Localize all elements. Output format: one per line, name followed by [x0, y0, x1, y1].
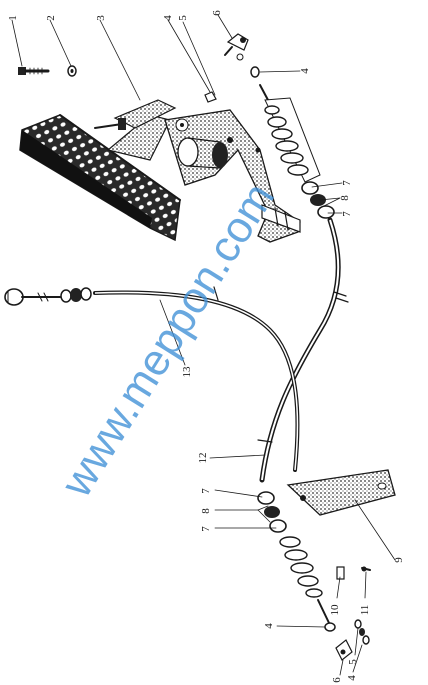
bolt-1 — [18, 67, 50, 75]
label-8-upper: 8 — [339, 195, 351, 201]
pin-10 — [336, 566, 371, 580]
upper-cable-boot — [259, 84, 335, 219]
label-7-upper-a: 7 — [341, 180, 353, 186]
label-4-top: 4 — [162, 15, 174, 21]
label-9: 9 — [393, 557, 405, 563]
washer-2 — [67, 65, 77, 77]
label-3: 3 — [95, 15, 107, 21]
washer-4-top — [250, 66, 260, 78]
bracket-9 — [286, 469, 396, 516]
label-12: 12 — [197, 453, 209, 464]
lower-cable-boot — [257, 491, 353, 661]
clip-4-top — [204, 91, 217, 103]
accelerator-pedal — [19, 99, 181, 242]
throttle-knob — [4, 287, 92, 306]
label-10: 10 — [329, 604, 341, 616]
label-13: 13 — [181, 366, 193, 378]
label-8-lower: 8 — [200, 508, 212, 514]
part-labels: 1 2 3 4 5 6 4 7 8 7 13 12 7 8 7 9 10 11 … — [7, 10, 405, 683]
leader-lines — [11, 14, 396, 676]
cable-13 — [93, 286, 300, 472]
label-7-lower-b: 7 — [200, 526, 212, 532]
label-4-bottom: 4 — [346, 675, 358, 681]
label-6-top: 6 — [211, 10, 223, 16]
label-7-upper-b: 7 — [341, 211, 353, 217]
washers-11 — [354, 619, 370, 645]
label-1: 1 — [7, 15, 19, 21]
label-4-lower: 4 — [263, 623, 275, 629]
label-4-right: 4 — [299, 68, 311, 74]
label-5-top: 5 — [177, 15, 189, 21]
label-6-bottom: 6 — [331, 677, 343, 683]
ball-joint-6-top — [224, 33, 249, 61]
label-11: 11 — [359, 605, 371, 616]
cable-12 — [257, 217, 349, 483]
label-5-lower: 5 — [347, 659, 359, 665]
pedal-bracket — [164, 109, 301, 243]
label-2: 2 — [45, 15, 57, 21]
label-7-lower-a: 7 — [200, 488, 212, 494]
